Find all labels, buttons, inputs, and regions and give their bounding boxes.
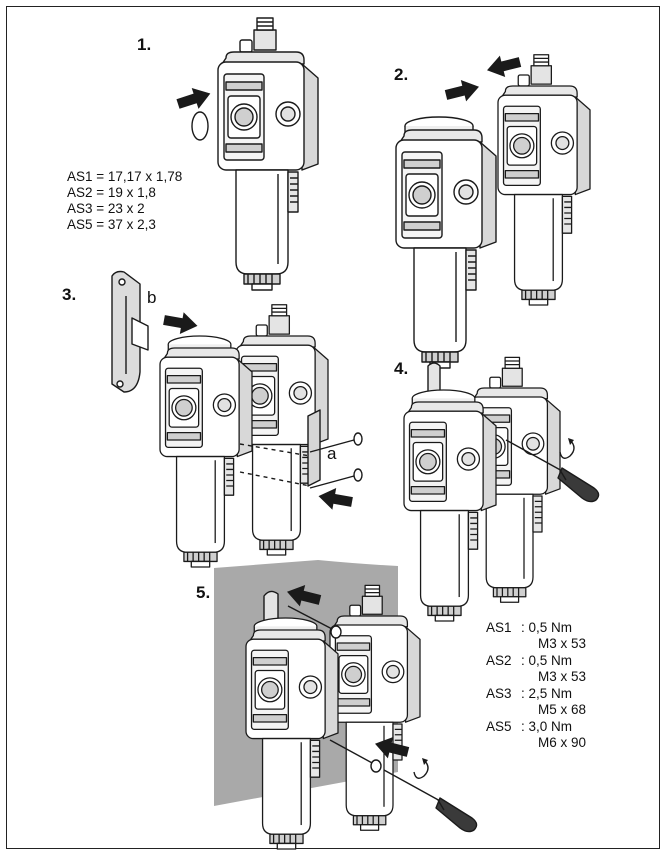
step-1-number: 1. xyxy=(137,35,151,54)
step-3-number: 3. xyxy=(62,285,76,304)
torque-as1-value: : 0,5 Nm xyxy=(521,620,572,635)
step-5-screw-top xyxy=(287,605,342,639)
label-a: a xyxy=(327,444,337,463)
torque-as1-screw: M3 x 53 xyxy=(538,636,586,651)
oring-size-as3: AS3 = 23 x 2 xyxy=(67,201,145,216)
step-5-rotate-icon xyxy=(413,759,429,779)
step-2-filter-unit xyxy=(395,116,497,369)
step-5-screwdriver-icon xyxy=(383,769,478,833)
step-5-number: 5. xyxy=(196,583,210,602)
step-2-regulator-unit xyxy=(497,54,591,306)
step-5-screw-bottom xyxy=(329,739,382,773)
torque-as3-value: : 2,5 Nm xyxy=(521,686,572,701)
step-4-rotate-icon xyxy=(559,439,575,459)
step-2-arrow-right-icon xyxy=(443,76,482,106)
torque-as5-value: : 3,0 Nm xyxy=(521,719,572,734)
oring-size-as2: AS2 = 19 x 1,8 xyxy=(67,185,156,200)
step-4-filter-unit xyxy=(403,389,497,622)
diagram-frame xyxy=(6,6,660,849)
connector-plate-a xyxy=(307,409,321,487)
step-2-arrow-left-icon xyxy=(484,51,523,81)
mounting-bracket-b xyxy=(111,270,149,393)
step-3-filter-unit xyxy=(159,335,253,568)
step-4-number: 4. xyxy=(394,359,408,378)
oring-size-as5: AS5 = 37 x 2,3 xyxy=(67,217,156,232)
label-b: b xyxy=(147,288,156,307)
torque-as2-size: AS2 xyxy=(486,653,512,668)
oring-size-list: AS1 = 17,17 x 1,78 AS2 = 19 x 1,8 AS3 = … xyxy=(67,169,182,232)
step-5-regulator-unit xyxy=(329,584,421,831)
torque-as2-screw: M3 x 53 xyxy=(538,669,586,684)
oring-insert-arrow-icon xyxy=(174,83,214,115)
torque-as3-screw: M5 x 68 xyxy=(538,702,586,717)
torque-as5-size: AS5 xyxy=(486,719,512,734)
torque-table: AS1 : 0,5 Nm M3 x 53 AS2 : 0,5 Nm M3 x 5… xyxy=(486,620,586,750)
step-2-number: 2. xyxy=(394,65,408,84)
torque-as1-size: AS1 xyxy=(486,620,512,635)
step-3-screw-arrow-icon xyxy=(316,485,354,513)
step-5-filter-unit xyxy=(245,617,339,850)
oring-icon xyxy=(191,111,209,141)
step-3-bracket-arrow-icon xyxy=(162,309,200,337)
torque-as3-size: AS3 xyxy=(486,686,512,701)
torque-as2-value: : 0,5 Nm xyxy=(521,653,572,668)
torque-as5-screw: M6 x 90 xyxy=(538,735,586,750)
oring-size-as1: AS1 = 17,17 x 1,78 xyxy=(67,169,182,184)
step-1-unit xyxy=(217,17,319,291)
